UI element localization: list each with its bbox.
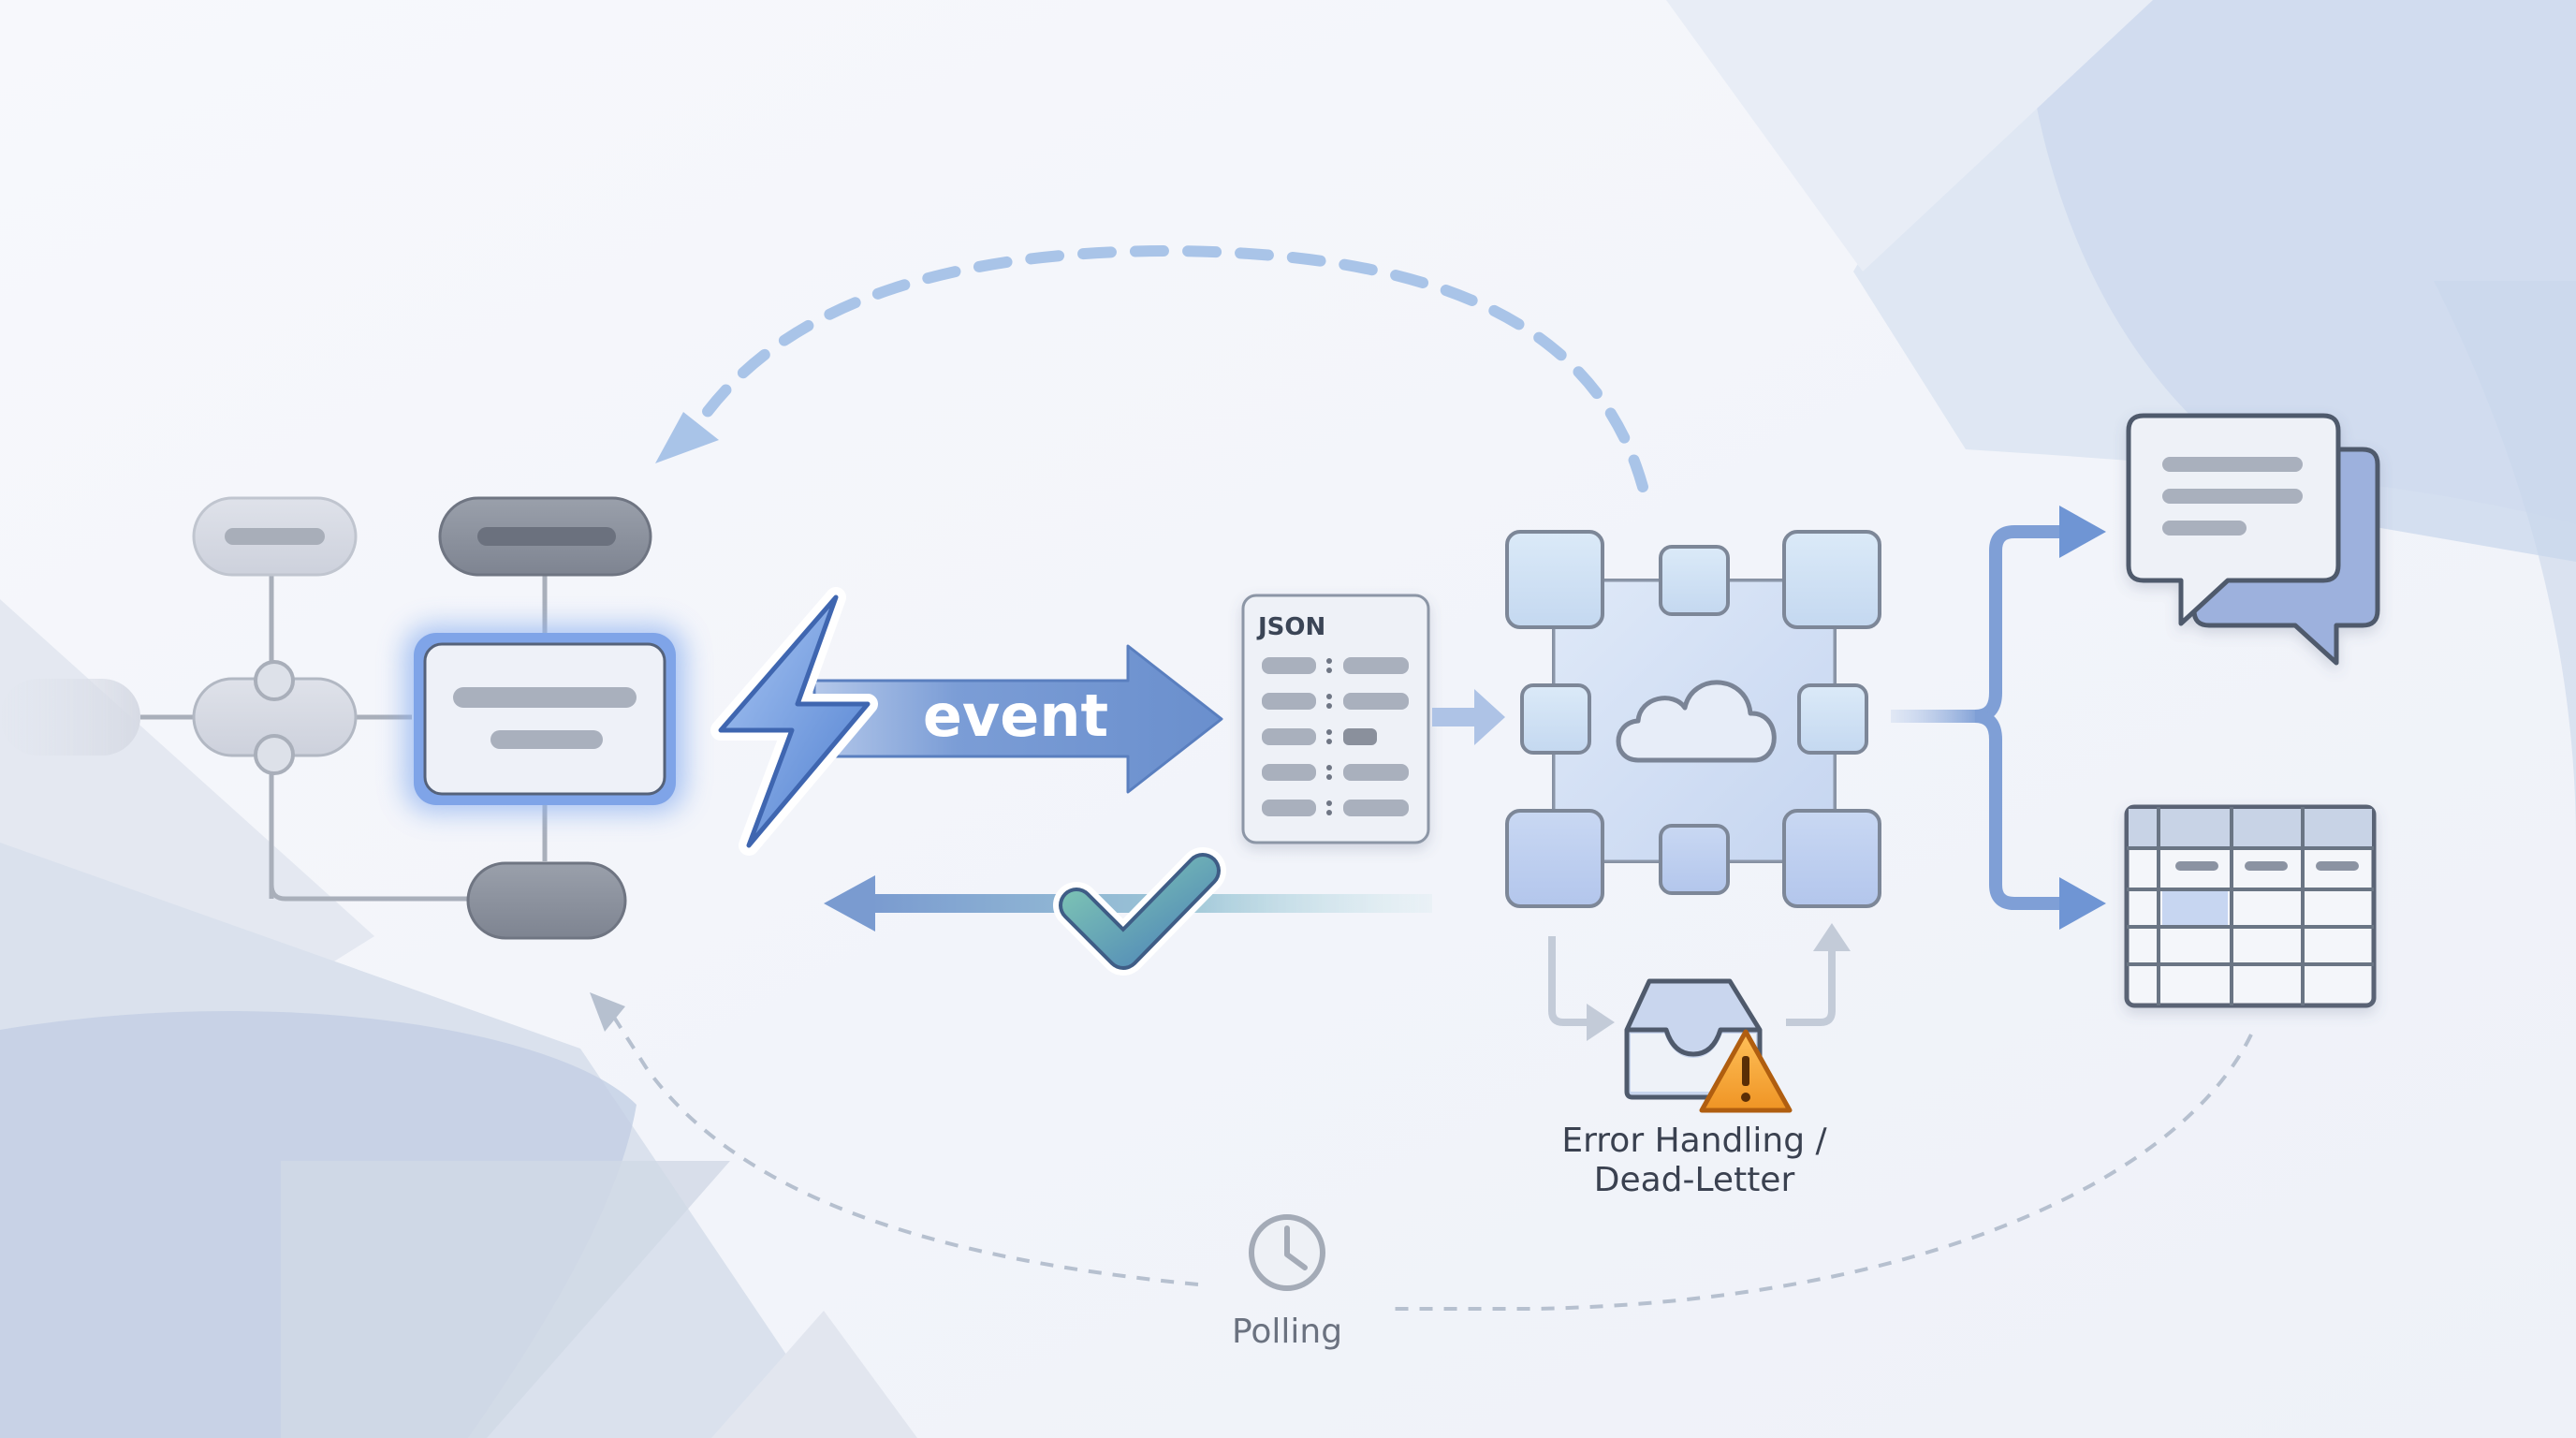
event-arrow xyxy=(812,644,1223,794)
json-label: JSON xyxy=(1258,613,1326,641)
lightning-icon xyxy=(710,587,878,856)
junction-dot-bottom xyxy=(254,734,295,775)
integration-hub xyxy=(1505,530,1881,908)
checkmark-icon xyxy=(1053,847,1226,976)
json-payload-rows xyxy=(1262,657,1409,816)
error-handling-label: Error Handling / Dead-Letter xyxy=(1460,1122,1928,1200)
error-branch-arrowhead-in xyxy=(1587,1004,1615,1041)
workflow-node-dark-top-bar xyxy=(477,527,616,546)
junction-dot-top xyxy=(254,660,295,701)
workflow-node-light-bar xyxy=(225,528,325,545)
trigger-node-line-2 xyxy=(490,730,603,749)
clock-icon xyxy=(1249,1214,1325,1291)
payload-to-hub-arrow xyxy=(1432,689,1505,745)
trigger-node xyxy=(423,642,666,796)
dashed-return-flow-top xyxy=(655,244,1648,492)
error-label-line-2: Dead-Letter xyxy=(1593,1161,1795,1199)
incoming-node-faded xyxy=(0,679,140,756)
error-branch-arrowhead-out xyxy=(1813,923,1851,951)
error-label-line-1: Error Handling / xyxy=(1561,1122,1827,1160)
warning-icon xyxy=(1699,1029,1793,1113)
cloud-icon xyxy=(1616,680,1777,763)
event-label: event xyxy=(922,682,1109,750)
workflow-node-dark-bottom xyxy=(466,861,627,940)
trigger-node-line-1 xyxy=(453,687,637,708)
output-branch-arrows xyxy=(1891,506,2106,930)
error-branch-arrows xyxy=(1548,936,1836,1026)
chat-bubble-icon xyxy=(2126,413,2380,666)
dashed-polling-flow xyxy=(590,992,2253,1311)
table-icon xyxy=(2124,804,2377,1008)
polling-label: Polling xyxy=(1231,1313,1343,1351)
